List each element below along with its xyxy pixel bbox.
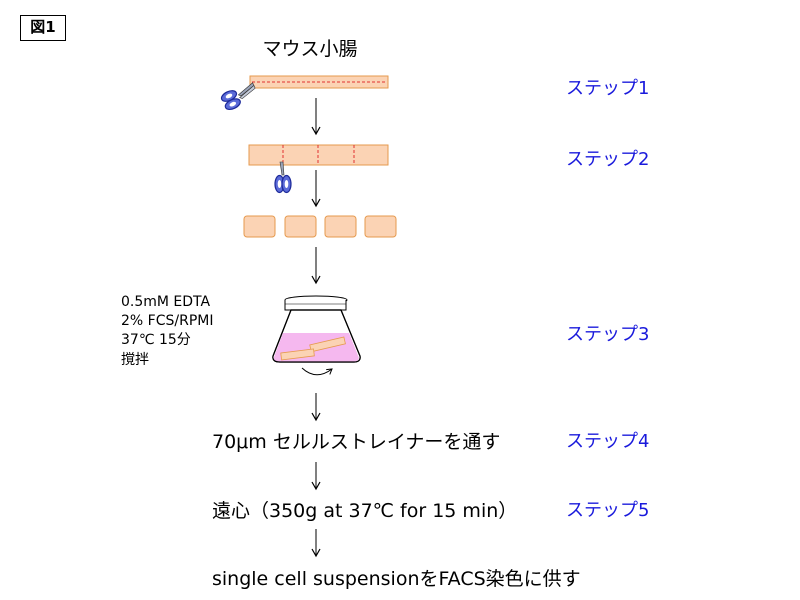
condition-edta: 0.5mM EDTA (121, 294, 211, 310)
procedure-final: single cell suspensionをFACS染色に供す (212, 568, 581, 590)
intestine-pieces (243, 215, 397, 238)
condition-temperature: 37℃ 15分 (121, 332, 191, 348)
step-4-label: ステップ4 (566, 431, 650, 452)
rotation-arrow-icon (301, 367, 333, 376)
flask-icon (272, 295, 361, 363)
step-3-label: ステップ3 (566, 324, 650, 345)
procedure-strainer: 70μm セルルストレイナーを通す (212, 431, 501, 453)
diagram-title: マウス小腸 (262, 38, 358, 60)
procedure-centrifuge: 遠心（350g at 37℃ for 15 min） (212, 500, 518, 522)
intestine-whole (249, 75, 389, 89)
figure-label: 図1 (20, 15, 66, 41)
step-1-label: ステップ1 (566, 78, 650, 99)
condition-medium: 2% FCS/RPMI (121, 313, 214, 329)
condition-agitation: 撹拌 (121, 352, 149, 368)
intestine-opened (248, 144, 389, 166)
step-2-label: ステップ2 (566, 149, 650, 170)
step-5-label: ステップ5 (566, 500, 650, 521)
scissors-icon (274, 161, 292, 194)
scissors-icon (220, 82, 256, 111)
